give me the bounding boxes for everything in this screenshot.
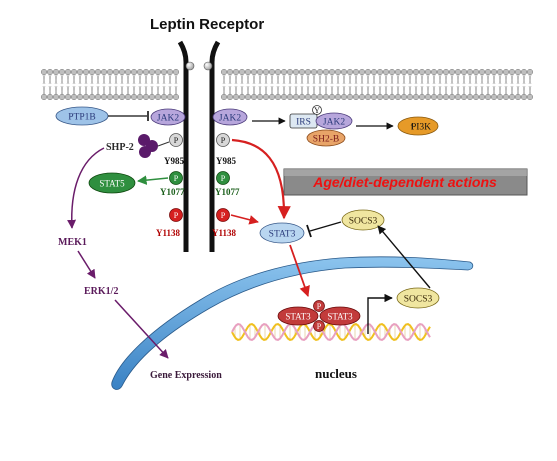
erk-to-gene-expression-arrow (114, 299, 169, 359)
y1138-to-stat3-arrow (230, 214, 259, 225)
svg-text:P: P (221, 211, 226, 220)
svg-text:P: P (221, 174, 226, 183)
svg-text:P: P (221, 136, 226, 145)
stat5-label: STAT5 (99, 179, 125, 189)
age-diet-banner: Age/diet-dependent actions (283, 168, 528, 196)
shp2-label: SHP-2 (106, 142, 134, 153)
gene-expression-label: Gene Expression (150, 370, 222, 381)
pi3k-label: PI3K (411, 123, 431, 133)
socs3-nuc-label: SOCS3 (404, 295, 433, 305)
jak2-right-label: JAK2 (219, 114, 241, 124)
jak2-complex-label: JAK2 (323, 118, 345, 128)
erk-label: ERK1/2 (84, 286, 118, 297)
y1138-right-label: Y1138 (212, 228, 237, 238)
irs-jak2-sh2b-complex: IRS JAK2 Y SH2-B (289, 105, 353, 147)
pi3k-up-arrow: ↑ (410, 123, 415, 133)
stat3-dimer-b-label: STAT3 (327, 312, 353, 322)
stat3-label: STAT3 (269, 230, 296, 240)
stat3-node: STAT3 (259, 222, 305, 244)
stat5-node: STAT5 (88, 172, 136, 194)
jak2-complex-ellipse (315, 112, 353, 130)
age-diet-banner-text: Age/diet-dependent actions (312, 174, 497, 190)
cell-membrane (40, 68, 534, 101)
y1077-to-stat5-arrow (137, 175, 169, 185)
stat3-dimer: STAT3 STAT3 P P (277, 300, 361, 332)
mek1-to-erk-arrow (77, 250, 96, 279)
phospho-site-y985-left: P (169, 133, 183, 147)
y1077-right-label: Y1077 (215, 187, 240, 197)
jak2-left-label: JAK2 (157, 114, 179, 124)
phospho-site-y1077-right: P (216, 171, 230, 185)
svg-text:P: P (174, 136, 179, 145)
ptp1b-node: PTP1B (55, 106, 109, 126)
nuclear-envelope (111, 256, 474, 390)
socs3-cyto-label: SOCS3 (349, 217, 378, 227)
svg-text:P: P (317, 322, 322, 331)
y-residue-label: Y (314, 106, 320, 115)
phospho-site-y985-right: P (216, 133, 230, 147)
pi3k-node: ↑ PI3K (397, 116, 439, 136)
svg-text:P: P (174, 211, 179, 220)
stat3-nuclear-translocation-arrow (289, 244, 310, 298)
leptin-receptor-extracellular (177, 40, 221, 78)
svg-text:P: P (174, 174, 179, 183)
sh2b-ellipse (306, 129, 346, 147)
diagram-title: Leptin Receptor (150, 16, 264, 33)
y985-left-label: Y985 (164, 156, 184, 166)
socs3-cyto-node: SOCS3 (341, 209, 385, 231)
y1077-left-label: Y1077 (160, 187, 185, 197)
dna-helix (231, 323, 431, 341)
jak2-left-node: JAK2 (150, 108, 186, 126)
nucleus-label: nucleus (315, 366, 357, 381)
svg-text:P: P (317, 302, 322, 311)
jak2-to-stat3-arrow (231, 138, 291, 220)
socs3-inhibition-line (309, 221, 342, 232)
y-residue-marker (312, 105, 322, 115)
phospho-site-y1138-right: P (216, 208, 230, 222)
mek1-label: MEK1 (58, 237, 87, 248)
irs-label: IRS (296, 118, 311, 128)
shp2-node: SHP-2 (106, 134, 158, 158)
ptp1b-label: PTP1B (68, 113, 95, 123)
transcription-start-arrow (367, 293, 393, 334)
shp2-to-mek1-arrow (67, 147, 105, 229)
socs3-nuc-node: SOCS3 (396, 287, 440, 309)
phospho-site-y1077-left: P (169, 171, 183, 185)
jak2-right-node: JAK2 (212, 108, 248, 126)
phospho-site-y1138-left: P (169, 208, 183, 222)
sh2b-label: SH2-B (313, 135, 339, 145)
y1138-left-label: Y1138 (156, 228, 181, 238)
stat3-dimer-a-label: STAT3 (285, 312, 311, 322)
y985-right-label: Y985 (216, 156, 236, 166)
socs3-export-arrow (377, 225, 431, 289)
